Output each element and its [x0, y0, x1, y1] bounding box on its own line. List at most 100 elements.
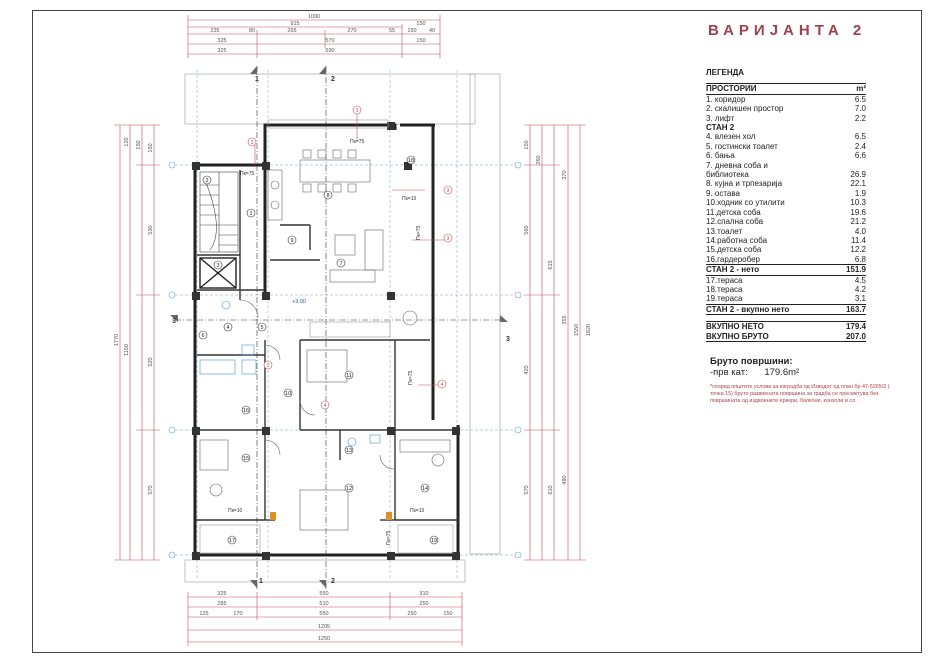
dimension-lines-left [114, 124, 160, 561]
legend-row-label: 8. кујна и трпезарија [706, 179, 783, 189]
facade-tag: 4 [441, 382, 444, 388]
dim-text: 1550 [574, 324, 580, 336]
legend-row-area: 26.9 [850, 170, 866, 180]
dim-text: 285 [217, 601, 226, 607]
dim-text: 355 [562, 315, 568, 324]
dim-text: 270 [347, 28, 356, 34]
legend-row-area: 7.0 [854, 104, 866, 114]
dim-text: 150 [443, 611, 452, 617]
legend-header-label: ПРОСТОРИИ [706, 83, 838, 95]
interior-walls [195, 170, 458, 521]
dim-text: 530 [148, 225, 154, 234]
legend-row-area: 6.6 [854, 151, 866, 161]
level-label: Пк=75 [386, 531, 392, 545]
site-boundary [184, 73, 501, 583]
dim-text: 325 [217, 48, 226, 54]
dim-text: 325 [217, 38, 226, 44]
legend-row-label: 15.детска соба [706, 245, 762, 255]
legend-row-label: 14.работна соба [706, 235, 768, 245]
dim-text: 150 [148, 143, 154, 152]
dim-text: 570 [325, 38, 334, 44]
room-number: 11 [346, 373, 352, 379]
section-label: 1 [255, 76, 259, 83]
gross-area-block: Бруто површини: -прв кат: 179.6m² [710, 356, 799, 378]
legend-row-area: 6.8 [854, 254, 866, 264]
legend-row-area: 3.1 [854, 294, 866, 304]
legend-row-label: библиотека [706, 170, 749, 180]
legend-header-row: ПРОСТОРИИ m² [706, 83, 866, 95]
gross-area-label: -прв кат: [710, 367, 748, 378]
room-number: 16 [243, 408, 249, 414]
dim-text: 235 [210, 28, 219, 34]
level-label: Пк=75 [416, 226, 422, 240]
dim-text: 150 [136, 140, 142, 149]
level-label: Пк=10 [410, 508, 424, 514]
legend-row-area: 4.0 [854, 226, 866, 236]
level-label: Пк=75 [350, 139, 364, 145]
legend-section-heading-label: СТАН 2 [706, 123, 735, 133]
legend-row-area: 6.5 [854, 132, 866, 142]
dim-text: 260 [536, 155, 542, 164]
legend-row-label: 18.тераса [706, 284, 743, 294]
legend-row: 7. дневна соба и [706, 161, 866, 170]
facade-tag: 3 [356, 108, 359, 114]
dimension-texts-bottom: 325 550 310 285 510 250 125 170 550 250 … [199, 591, 452, 642]
legend-row-area: 6.5 [854, 94, 866, 104]
room-number: 1 [249, 211, 252, 217]
legend-row-area: 22.1 [850, 179, 866, 189]
room-number: 19 [431, 538, 437, 544]
legend-spacer [706, 315, 866, 322]
room-number: 15 [243, 456, 249, 462]
furniture [199, 119, 454, 554]
level-label: Пк=10 [228, 508, 242, 514]
room-number: 17 [229, 538, 235, 544]
legend-row-label: 17.тераса [706, 275, 743, 285]
section-label: 3 [506, 336, 510, 343]
section-lines [175, 66, 505, 590]
legend-row-label: 11.детска соба [706, 207, 761, 217]
facade-tag: 3 [447, 188, 450, 194]
dim-text: 560 [524, 225, 530, 234]
legend-grand-net-label: ВКУПНО НЕТО [706, 321, 838, 332]
room-number: 13 [346, 448, 352, 454]
dim-text: 120 [124, 137, 130, 146]
dim-text: 250 [419, 601, 428, 607]
legend-row-label: 1. коридор [706, 94, 746, 104]
dim-text: 265 [287, 28, 296, 34]
dim-text: 1090 [308, 14, 320, 20]
dim-text: 1620 [586, 324, 592, 336]
room-number: 5 [260, 325, 263, 331]
room-number: 6 [201, 333, 204, 339]
legend-row-area: 4.2 [854, 284, 866, 294]
gross-area-title: Бруто површини: [710, 356, 793, 367]
legend-row-label: 10.ходник со утилити [706, 198, 785, 208]
legend-net-total-label: СТАН 2 - нето [706, 264, 838, 276]
legend-section-heading-area [838, 123, 866, 132]
dim-text: 420 [524, 365, 530, 374]
dim-text: 370 [562, 170, 568, 179]
dim-text: 55 [389, 28, 395, 34]
dim-text: 150 [416, 21, 425, 27]
legend-gross-total-label: СТАН 2 - вкупно нето [706, 303, 838, 316]
section-label: 1 [259, 578, 263, 585]
dimension-lines-right [524, 124, 586, 561]
section-label: 3 [172, 318, 176, 325]
dim-text: 80 [249, 28, 255, 34]
level-label: Пк=75 [408, 371, 414, 385]
legend-row-area: 4.5 [854, 275, 866, 285]
dim-text: 550 [319, 611, 328, 617]
dim-text: 250 [407, 611, 416, 617]
dim-text: 125 [199, 611, 208, 617]
legend-row: 17.тераса 4.5 [706, 275, 866, 285]
